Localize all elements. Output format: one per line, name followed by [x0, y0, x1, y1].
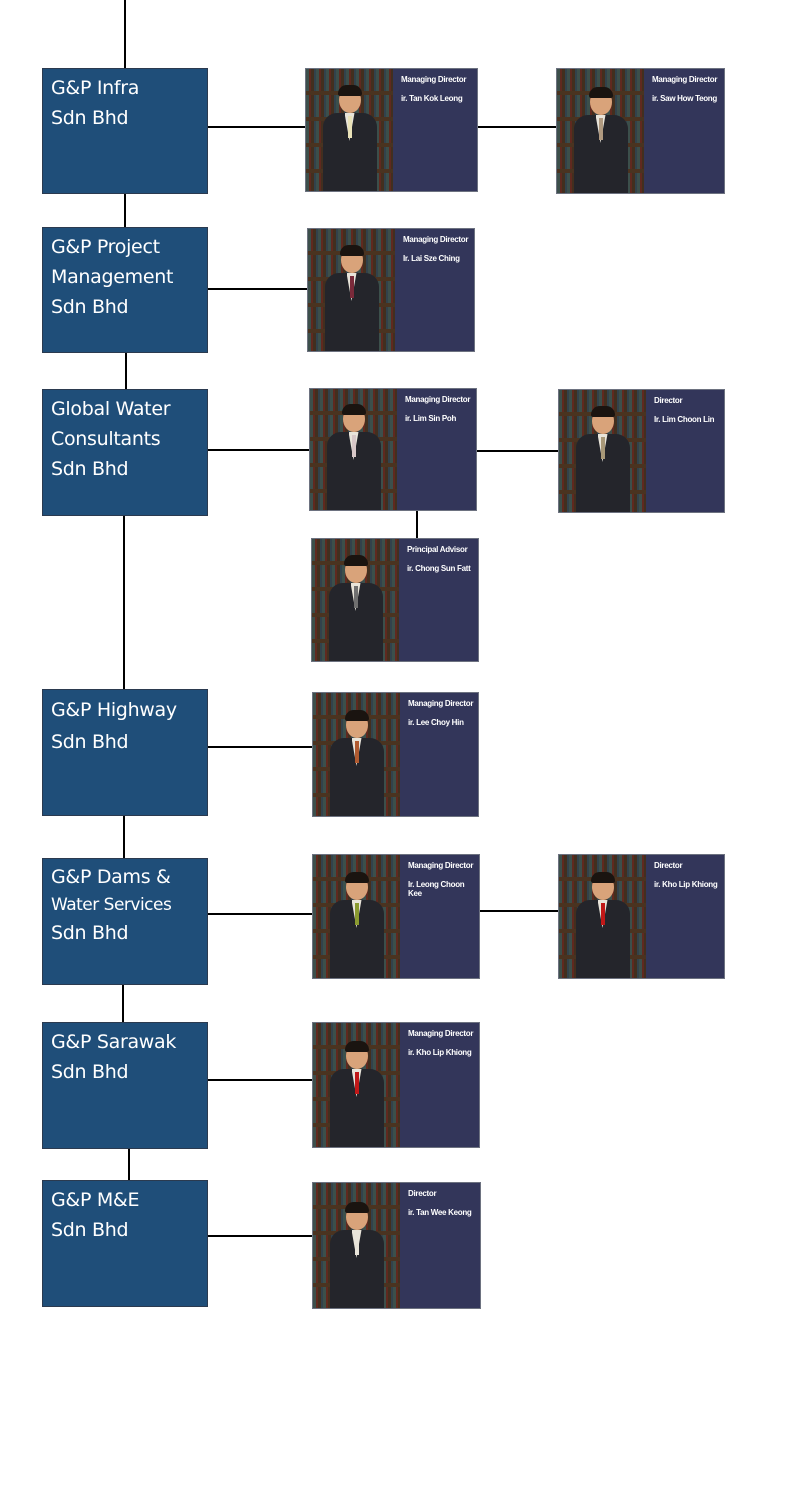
- tie: [600, 437, 605, 459]
- portrait-photo: [313, 1023, 400, 1147]
- person-role: Managing Director: [408, 1029, 474, 1038]
- tie: [349, 276, 354, 298]
- tie: [353, 586, 358, 608]
- portrait-photo: [313, 693, 400, 816]
- person-name: ir. Tan Kok Leong: [401, 94, 463, 103]
- tie: [598, 118, 603, 140]
- connector-gw-md: [208, 449, 310, 451]
- person-role: Managing Director: [408, 861, 474, 870]
- person-name: ir. Kho Lip Khiong: [408, 1048, 472, 1057]
- connector-sarawak-md: [208, 1079, 313, 1081]
- person-card: Managing Director ir. Tan Kok Leong: [305, 68, 478, 192]
- connector-md-advisor: [416, 510, 418, 539]
- tie: [600, 903, 605, 925]
- connector-pm-md: [208, 288, 308, 290]
- portrait-photo: [312, 539, 399, 661]
- portrait-photo: [308, 229, 395, 351]
- person-role: Director: [654, 396, 683, 405]
- company-gp-infra: G&P Infra Sdn Bhd: [42, 68, 208, 194]
- company-name-line: Sdn Bhd: [51, 731, 129, 753]
- portrait-photo: [306, 69, 393, 191]
- person-card: Principal Advisor ir. Chong Sun Fatt: [311, 538, 479, 662]
- person-card: Director ir. Tan Wee Keong: [312, 1182, 481, 1309]
- company-global-water-consultants: Global Water Consultants Sdn Bhd: [42, 389, 208, 516]
- person-role: Managing Director: [652, 75, 718, 84]
- person-name: Ir. Lim Choon Lin: [654, 415, 715, 424]
- company-name-line: Consultants: [51, 428, 161, 450]
- portrait-photo: [313, 855, 400, 978]
- person-role: Managing Director: [403, 235, 469, 244]
- person-role: Managing Director: [408, 699, 474, 708]
- connector-dams-md: [208, 913, 313, 915]
- person-name: ir. Kho Lip Khiong: [654, 880, 718, 889]
- company-gp-dams-water-services: G&P Dams & Water Services Sdn Bhd: [42, 858, 208, 985]
- company-name-line: G&P M&E: [51, 1189, 140, 1211]
- tie: [354, 903, 359, 925]
- company-name-line: Sdn Bhd: [51, 1219, 129, 1241]
- connector-highway-md: [208, 746, 313, 748]
- company-name-line: Sdn Bhd: [51, 458, 129, 480]
- connector-md-md-infra: [477, 126, 557, 128]
- company-name-line: G&P Sarawak: [51, 1031, 177, 1053]
- connector-infra-pm: [124, 194, 126, 227]
- company-name-line: Sdn Bhd: [51, 296, 129, 318]
- company-name-line: Water Services: [51, 895, 172, 915]
- company-name-line: G&P Highway: [51, 699, 177, 721]
- company-gp-highway: G&P Highway Sdn Bhd: [42, 689, 208, 816]
- person-role: Managing Director: [401, 75, 467, 84]
- connector-top: [124, 0, 126, 68]
- company-gp-project-management: G&P Project Management Sdn Bhd: [42, 227, 208, 353]
- company-name-line: Sdn Bhd: [51, 1061, 129, 1083]
- person-name: ir. Tan Wee Keong: [408, 1208, 472, 1217]
- company-name-line: Sdn Bhd: [51, 922, 129, 944]
- tie: [354, 1072, 359, 1094]
- company-name-line: G&P Dams &: [51, 866, 171, 888]
- tie: [354, 741, 359, 763]
- person-card: Managing Director ir. Lee Choy Hin: [312, 692, 479, 817]
- company-name-line: Global Water: [51, 398, 171, 420]
- tie: [347, 116, 352, 138]
- tie: [354, 1233, 359, 1255]
- tie: [351, 435, 356, 457]
- person-name: ir. Chong Sun Fatt: [407, 564, 471, 573]
- person-name: Ir. Lai Sze Ching: [403, 254, 460, 263]
- portrait-photo: [559, 855, 646, 978]
- person-name: Ir. Leong Choon Kee: [408, 880, 465, 898]
- portrait-photo: [557, 69, 644, 193]
- connector-gw-highway: [123, 516, 125, 690]
- company-name-line: G&P Project: [51, 236, 160, 258]
- person-card: Managing Director ir. Lim Sin Poh: [309, 388, 477, 511]
- connector-dams-director: [479, 910, 559, 912]
- portrait-photo: [313, 1183, 400, 1308]
- person-role: Managing Director: [405, 395, 471, 404]
- person-card: Managing Director ir. Kho Lip Khiong: [312, 1022, 480, 1148]
- company-gp-me: G&P M&E Sdn Bhd: [42, 1180, 208, 1307]
- connector-pm-gw: [125, 352, 127, 390]
- person-name: ir. Lim Sin Poh: [405, 414, 457, 423]
- company-name-line: Sdn Bhd: [51, 107, 129, 129]
- connector-me-director: [208, 1235, 313, 1237]
- company-name-line: G&P Infra: [51, 77, 140, 99]
- company-gp-sarawak: G&P Sarawak Sdn Bhd: [42, 1022, 208, 1149]
- person-role: Principal Advisor: [407, 545, 468, 554]
- connector-sarawak-me: [128, 1148, 130, 1181]
- company-name-line: Management: [51, 266, 174, 288]
- connector-infra-md: [208, 126, 306, 128]
- person-name: ir. Saw How Teong: [652, 94, 717, 103]
- person-role: Director: [654, 861, 683, 870]
- connector-gw-director: [476, 450, 559, 452]
- person-card: Director ir. Kho Lip Khiong: [558, 854, 725, 979]
- connector-highway-dams: [123, 815, 125, 859]
- portrait-photo: [559, 390, 646, 512]
- person-role: Director: [408, 1189, 437, 1198]
- person-name: ir. Lee Choy Hin: [408, 718, 464, 727]
- person-card: Managing Director ir. Saw How Teong: [556, 68, 725, 194]
- portrait-photo: [310, 389, 397, 510]
- connector-dams-sarawak: [122, 984, 124, 1023]
